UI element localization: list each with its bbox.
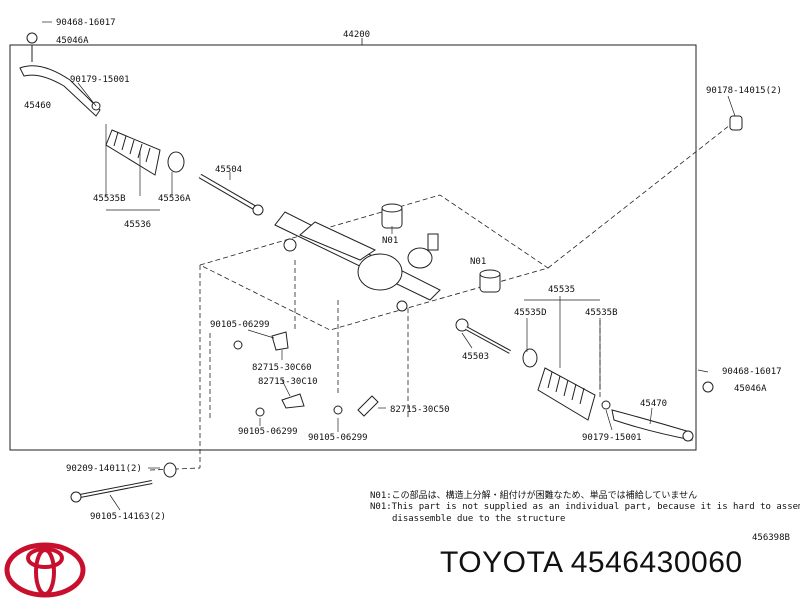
inner-tie-rod-left xyxy=(198,173,264,216)
label-p12: 45535 xyxy=(548,285,575,295)
bracket-right xyxy=(333,395,379,417)
label-p16: 90105-06299 xyxy=(210,320,270,330)
bushing-upper xyxy=(381,203,403,229)
steering-rack xyxy=(274,211,441,312)
label-p7: 45536 xyxy=(124,220,151,230)
label-p17: 82715-30C60 xyxy=(252,363,312,373)
label-p10: N01 xyxy=(470,257,486,267)
label-p6: 45536A xyxy=(158,194,191,204)
tie-rod-end-right xyxy=(611,381,714,442)
label-p26: 90209-14011(2) xyxy=(66,464,142,474)
label-p20: 90105-06299 xyxy=(238,427,298,437)
label-p13: 45535D xyxy=(514,308,547,318)
label-p8: 45504 xyxy=(215,165,242,175)
washer-right xyxy=(729,115,743,131)
bracket-middle xyxy=(255,393,305,417)
drawing-code: 456398B xyxy=(752,533,790,543)
note-line-2: N01:This part is not supplied as an indi… xyxy=(370,502,800,512)
label-p9: N01 xyxy=(382,236,398,246)
assembly-frame xyxy=(9,44,697,451)
steering-boot-right xyxy=(522,348,611,421)
tie-rod-end-left xyxy=(19,32,101,117)
bushing-lower xyxy=(479,269,501,293)
bracket-upper xyxy=(233,331,289,351)
product-title: TOYOTA 4546430060 xyxy=(440,546,743,579)
steering-boot-left xyxy=(105,129,185,176)
label-p21: 90105-06299 xyxy=(308,433,368,443)
label-p15: 45503 xyxy=(462,352,489,362)
label-p11: 90178-14015(2) xyxy=(706,86,782,96)
label-p2: 45046A xyxy=(56,36,89,46)
label-p19: 82715-30C50 xyxy=(390,405,450,415)
label-assembly: 44200 xyxy=(343,30,370,40)
label-p3: 45460 xyxy=(24,101,51,111)
label-p14: 45535B xyxy=(585,308,618,318)
leader-lines xyxy=(42,21,736,511)
label-p27: 90105-14163(2) xyxy=(90,512,166,522)
label-p18: 82715-30C10 xyxy=(258,377,318,387)
label-p25: 90179-15001 xyxy=(582,433,642,443)
toyota-logo-icon xyxy=(4,542,86,598)
label-p1: 90468-16017 xyxy=(56,18,116,28)
label-p5: 45535B xyxy=(93,194,126,204)
label-p24: 45470 xyxy=(640,399,667,409)
note-line-1: N01:この部品は、構造上分解・組付けが困難なため、単品では補給していません xyxy=(370,489,697,501)
label-p23: 45046A xyxy=(734,384,767,394)
label-p22: 90468-16017 xyxy=(722,367,782,377)
label-p4: 90179-15001 xyxy=(70,75,130,85)
long-bolt xyxy=(70,462,177,503)
inner-tie-rod-right xyxy=(455,318,511,354)
note-line-3: disassemble due to the structure xyxy=(392,514,565,524)
